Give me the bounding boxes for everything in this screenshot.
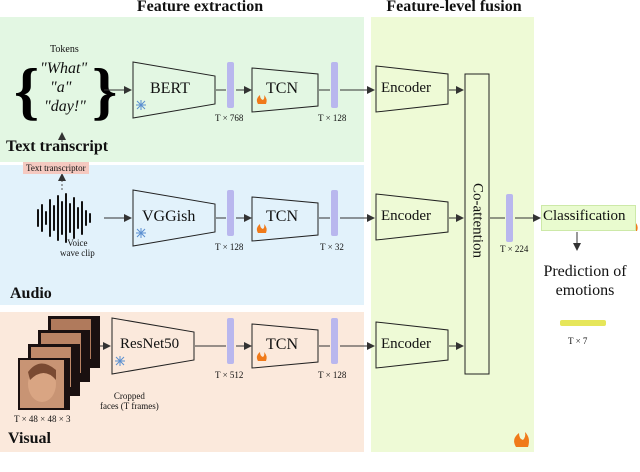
tcn-visual-label: TCN xyxy=(266,336,298,353)
encoder-visual-label: Encoder xyxy=(381,336,431,352)
text-dim2-label: T × 128 xyxy=(318,113,347,123)
vector-fused xyxy=(506,194,513,242)
classification-label: Classification xyxy=(543,208,626,224)
encoder-text-label: Encoder xyxy=(381,80,431,96)
flame-tcn-text-icon xyxy=(256,95,267,104)
classification-box xyxy=(541,205,636,231)
prediction-vector xyxy=(560,320,606,326)
vector-visual-resnet xyxy=(227,318,234,364)
snowflake-bert-icon xyxy=(136,100,146,110)
audio-panel xyxy=(0,165,364,305)
encoder-visual-trapezoid xyxy=(375,321,449,369)
coattention-label: Co-attention xyxy=(469,183,486,258)
tcn-audio-trapezoid xyxy=(251,196,319,242)
resnet-trapezoid xyxy=(111,317,195,375)
tcn-audio-label: TCN xyxy=(266,208,298,225)
vggish-trapezoid xyxy=(132,189,216,247)
audio-dim1-label: T × 128 xyxy=(215,242,244,252)
vector-text-tcn xyxy=(331,62,338,108)
tcn-visual-trapezoid xyxy=(251,323,319,369)
coattention-box xyxy=(464,73,490,375)
text-transcriptor-tag: Text transcriptor xyxy=(23,162,89,174)
resnet-label: ResNet50 xyxy=(120,336,180,352)
vggish-label: VGGish xyxy=(142,208,196,225)
waveform-icon xyxy=(37,193,91,243)
audio-title: Audio xyxy=(10,285,52,302)
flame-tcn-audio-icon xyxy=(256,224,267,233)
text-transcript-title: Text transcript xyxy=(6,138,109,155)
vector-audio-tcn xyxy=(331,190,338,236)
encoder-text-trapezoid xyxy=(375,65,449,113)
bert-trapezoid xyxy=(132,61,216,119)
prediction-label: Prediction of emotions xyxy=(543,263,627,299)
flame-fusion-icon xyxy=(514,432,529,447)
visual-dim1-label: T × 512 xyxy=(215,370,244,380)
cropped-faces-label: Cropped faces (T frames) xyxy=(100,391,159,411)
token-3: "day!" xyxy=(44,98,86,115)
face-frames-icon xyxy=(18,316,100,410)
vector-text-bert xyxy=(227,62,234,108)
visual-dim2-label: T × 128 xyxy=(318,370,347,380)
audio-dim2-label: T × 32 xyxy=(320,242,344,252)
flame-tcn-visual-icon xyxy=(256,352,267,361)
encoder-audio-label: Encoder xyxy=(381,208,431,224)
voice-wave-label: Voice wave clip xyxy=(60,238,95,258)
visual-input-dim-label: T × 48 × 48 × 3 xyxy=(14,414,71,424)
tokens-label: Tokens xyxy=(50,44,79,55)
tcn-text-label: TCN xyxy=(266,80,298,97)
bert-label: BERT xyxy=(150,80,190,97)
left-brace-icon: { xyxy=(14,55,39,126)
text-dim1-label: T × 768 xyxy=(215,113,244,123)
fusion-heading: Feature-level fusion xyxy=(386,0,522,15)
feature-extraction-heading: Feature extraction xyxy=(136,0,264,15)
snowflake-resnet-icon xyxy=(115,356,125,366)
token-1: "What" xyxy=(40,60,88,77)
visual-title: Visual xyxy=(8,430,51,447)
snowflake-vggish-icon xyxy=(136,228,146,238)
vector-visual-tcn xyxy=(331,318,338,364)
token-2: "a" xyxy=(50,79,72,96)
encoder-audio-trapezoid xyxy=(375,193,449,241)
tcn-text-trapezoid xyxy=(251,67,319,113)
vector-audio-vggish xyxy=(227,190,234,236)
prediction-dim-label: T × 7 xyxy=(568,336,588,346)
fused-dim-label: T × 224 xyxy=(500,244,529,254)
